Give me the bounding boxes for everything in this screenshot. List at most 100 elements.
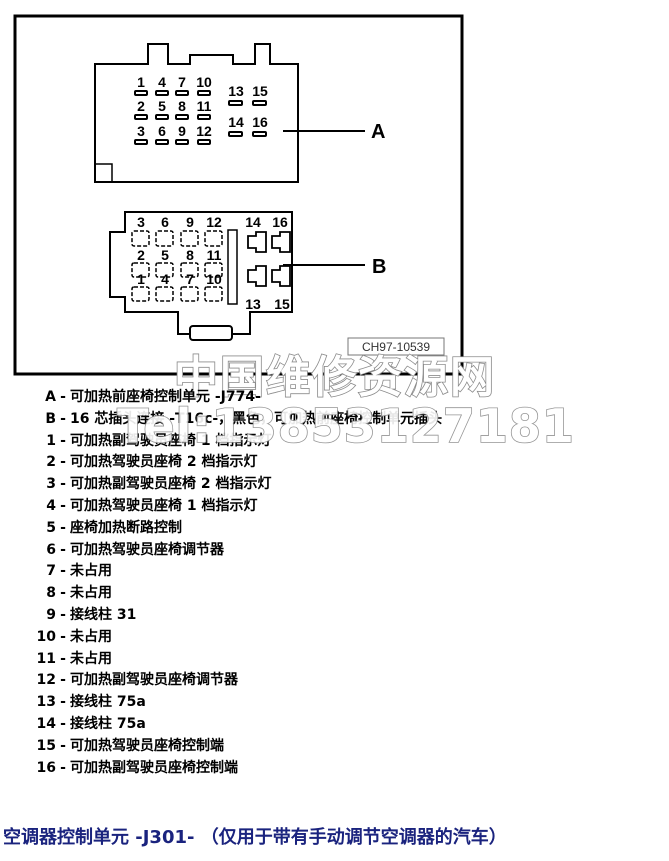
diagram-frame xyxy=(13,14,464,376)
connector-b-pin-label: 14 xyxy=(245,214,261,230)
connector-b-pin-label: 1 xyxy=(137,271,145,287)
connector-a-pin-label: 16 xyxy=(252,114,268,130)
legend-key: 6 xyxy=(46,541,56,558)
legend-separator: - xyxy=(60,694,66,711)
legend-separator: - xyxy=(60,476,66,493)
legend-description: 座椅加热断路控制 xyxy=(70,519,182,536)
connector-b-pin-label: 10 xyxy=(206,271,222,287)
connector-a-pin-label: 10 xyxy=(196,74,212,90)
legend-row: A-可加热前座椅控制单元 -J774- xyxy=(30,387,590,409)
connector-a-pin-label: 13 xyxy=(228,83,244,99)
legend-separator: - xyxy=(60,410,66,427)
connector-a-housing xyxy=(94,43,299,183)
connector-a-pin-label: 4 xyxy=(158,74,166,90)
legend-description: 可加热驾驶员座椅 1 档指示灯 xyxy=(70,497,258,514)
connector-b-pin-label: 9 xyxy=(186,214,194,230)
connector-b-pin-label: 4 xyxy=(161,271,169,287)
legend-row: 3-可加热副驾驶员座椅 2 档指示灯 xyxy=(30,474,590,496)
legend-row: 5-座椅加热断路控制 xyxy=(30,518,590,540)
legend-row: 16-可加热副驾驶员座椅控制端 xyxy=(30,758,590,780)
legend-separator: - xyxy=(60,541,66,558)
connector-b-pin-label: 15 xyxy=(274,296,290,312)
legend-separator: - xyxy=(60,389,66,405)
callout-b-label: B xyxy=(372,256,386,278)
connector-b-pin-label: 5 xyxy=(161,247,169,263)
legend-key: B xyxy=(45,410,56,427)
connector-b-pin-cavities xyxy=(131,230,223,302)
legend-description: 可加热驾驶员座椅 2 档指示灯 xyxy=(70,454,258,471)
legend-description: 可加热副驾驶员座椅 2 档指示灯 xyxy=(70,476,272,493)
connector-b-large-cavities xyxy=(247,231,291,287)
legend-row: B-16 芯插头连接 -T16c-，黑色，可加热前座椅控制单元插头 xyxy=(30,409,590,431)
legend-separator: - xyxy=(60,628,66,645)
connector-a-pin-label: 6 xyxy=(158,123,166,139)
part-code: CH97-10539 xyxy=(362,340,430,354)
legend-description: 可加热副驾驶员座椅控制端 xyxy=(70,759,238,776)
legend-row: 10-未占用 xyxy=(30,627,590,649)
legend-separator: - xyxy=(60,519,66,536)
legend-description: 未占用 xyxy=(70,628,112,645)
legend-separator: - xyxy=(60,606,66,623)
connector-a-pin-label: 12 xyxy=(196,123,212,139)
legend-key: 8 xyxy=(46,585,56,602)
legend-row: 9-接线柱 31 xyxy=(30,605,590,627)
legend-separator: - xyxy=(60,672,66,689)
connector-a-pin-label: 14 xyxy=(228,114,244,130)
legend-row: 1-可加热副驾驶员座椅 1 档指示灯 xyxy=(30,431,590,453)
legend-description: 未占用 xyxy=(70,650,112,667)
legend-separator: - xyxy=(60,759,66,776)
connector-b-pin-label: 11 xyxy=(207,247,222,263)
connector-a-pin-label: 7 xyxy=(178,74,186,90)
section-heading: 空调器控制单元 -J301- （仅用于带有手动调节空调器的汽车） xyxy=(3,827,507,848)
legend-description: 可加热副驾驶员座椅 1 档指示灯 xyxy=(70,432,272,449)
connector-b-pin-label: 12 xyxy=(206,214,222,230)
legend-row: 7-未占用 xyxy=(30,561,590,583)
legend-separator: - xyxy=(60,715,66,732)
legend-key: 3 xyxy=(46,476,56,493)
legend-description: 接线柱 75a xyxy=(70,715,146,732)
legend-separator: - xyxy=(60,563,66,580)
legend-separator: - xyxy=(60,737,66,754)
legend-key: 1 xyxy=(46,432,56,449)
legend-separator: - xyxy=(60,497,66,514)
watermark-site-name: 中国维修资源网 xyxy=(174,352,496,400)
legend-key: 2 xyxy=(46,454,56,471)
legend-separator: - xyxy=(60,585,66,602)
legend-key: 11 xyxy=(36,650,56,667)
legend-row: 2-可加热驾驶员座椅 2 档指示灯 xyxy=(30,452,590,474)
legend-row: 4-可加热驾驶员座椅 1 档指示灯 xyxy=(30,496,590,518)
legend-key: 4 xyxy=(46,497,56,514)
connector-a-pin-label: 2 xyxy=(137,98,145,114)
legend-description: 未占用 xyxy=(70,585,112,602)
connector-a-pin-slots xyxy=(134,90,267,145)
legend-row: 6-可加热驾驶员座椅调节器 xyxy=(30,540,590,562)
legend-key: 16 xyxy=(36,759,56,776)
connector-b-pin-label: 8 xyxy=(186,247,194,263)
connector-a-notch xyxy=(94,163,113,183)
legend-row: 8-未占用 xyxy=(30,583,590,605)
connector-a-pin-label: 5 xyxy=(158,98,166,114)
connector-b-pin-label: 13 xyxy=(245,296,261,312)
connector-diagram: 1 4 7 10 2 5 8 11 3 6 9 12 13 15 14 16 A xyxy=(13,14,496,400)
legend-description: 可加热驾驶员座椅控制端 xyxy=(70,737,224,754)
legend-description: 16 芯插头连接 -T16c-，黑色，可加热前座椅控制单元插头 xyxy=(70,410,443,427)
legend-key: 12 xyxy=(36,672,56,689)
legend-description: 未占用 xyxy=(70,563,112,580)
legend-row: 11-未占用 xyxy=(30,649,590,671)
legend-key: 14 xyxy=(36,715,56,732)
legend-description: 可加热驾驶员座椅调节器 xyxy=(70,541,224,558)
connector-b-divider xyxy=(227,229,238,305)
connector-a-pin-label: 1 xyxy=(137,74,145,90)
legend-description: 接线柱 75a xyxy=(70,694,146,711)
legend-row: 14-接线柱 75a xyxy=(30,714,590,736)
legend-key: 15 xyxy=(36,737,56,754)
legend-separator: - xyxy=(60,650,66,667)
legend-row: 13-接线柱 75a xyxy=(30,692,590,714)
connector-b-pin-label: 16 xyxy=(272,214,288,230)
connector-b-pin-label: 3 xyxy=(137,214,145,230)
legend-key: 7 xyxy=(46,563,56,580)
part-code-box xyxy=(347,337,445,356)
connector-a: 1 4 7 10 2 5 8 11 3 6 9 12 13 15 14 16 A xyxy=(94,43,385,183)
legend-row: 15-可加热驾驶员座椅控制端 xyxy=(30,736,590,758)
connector-b-pin-label: 2 xyxy=(137,247,145,263)
